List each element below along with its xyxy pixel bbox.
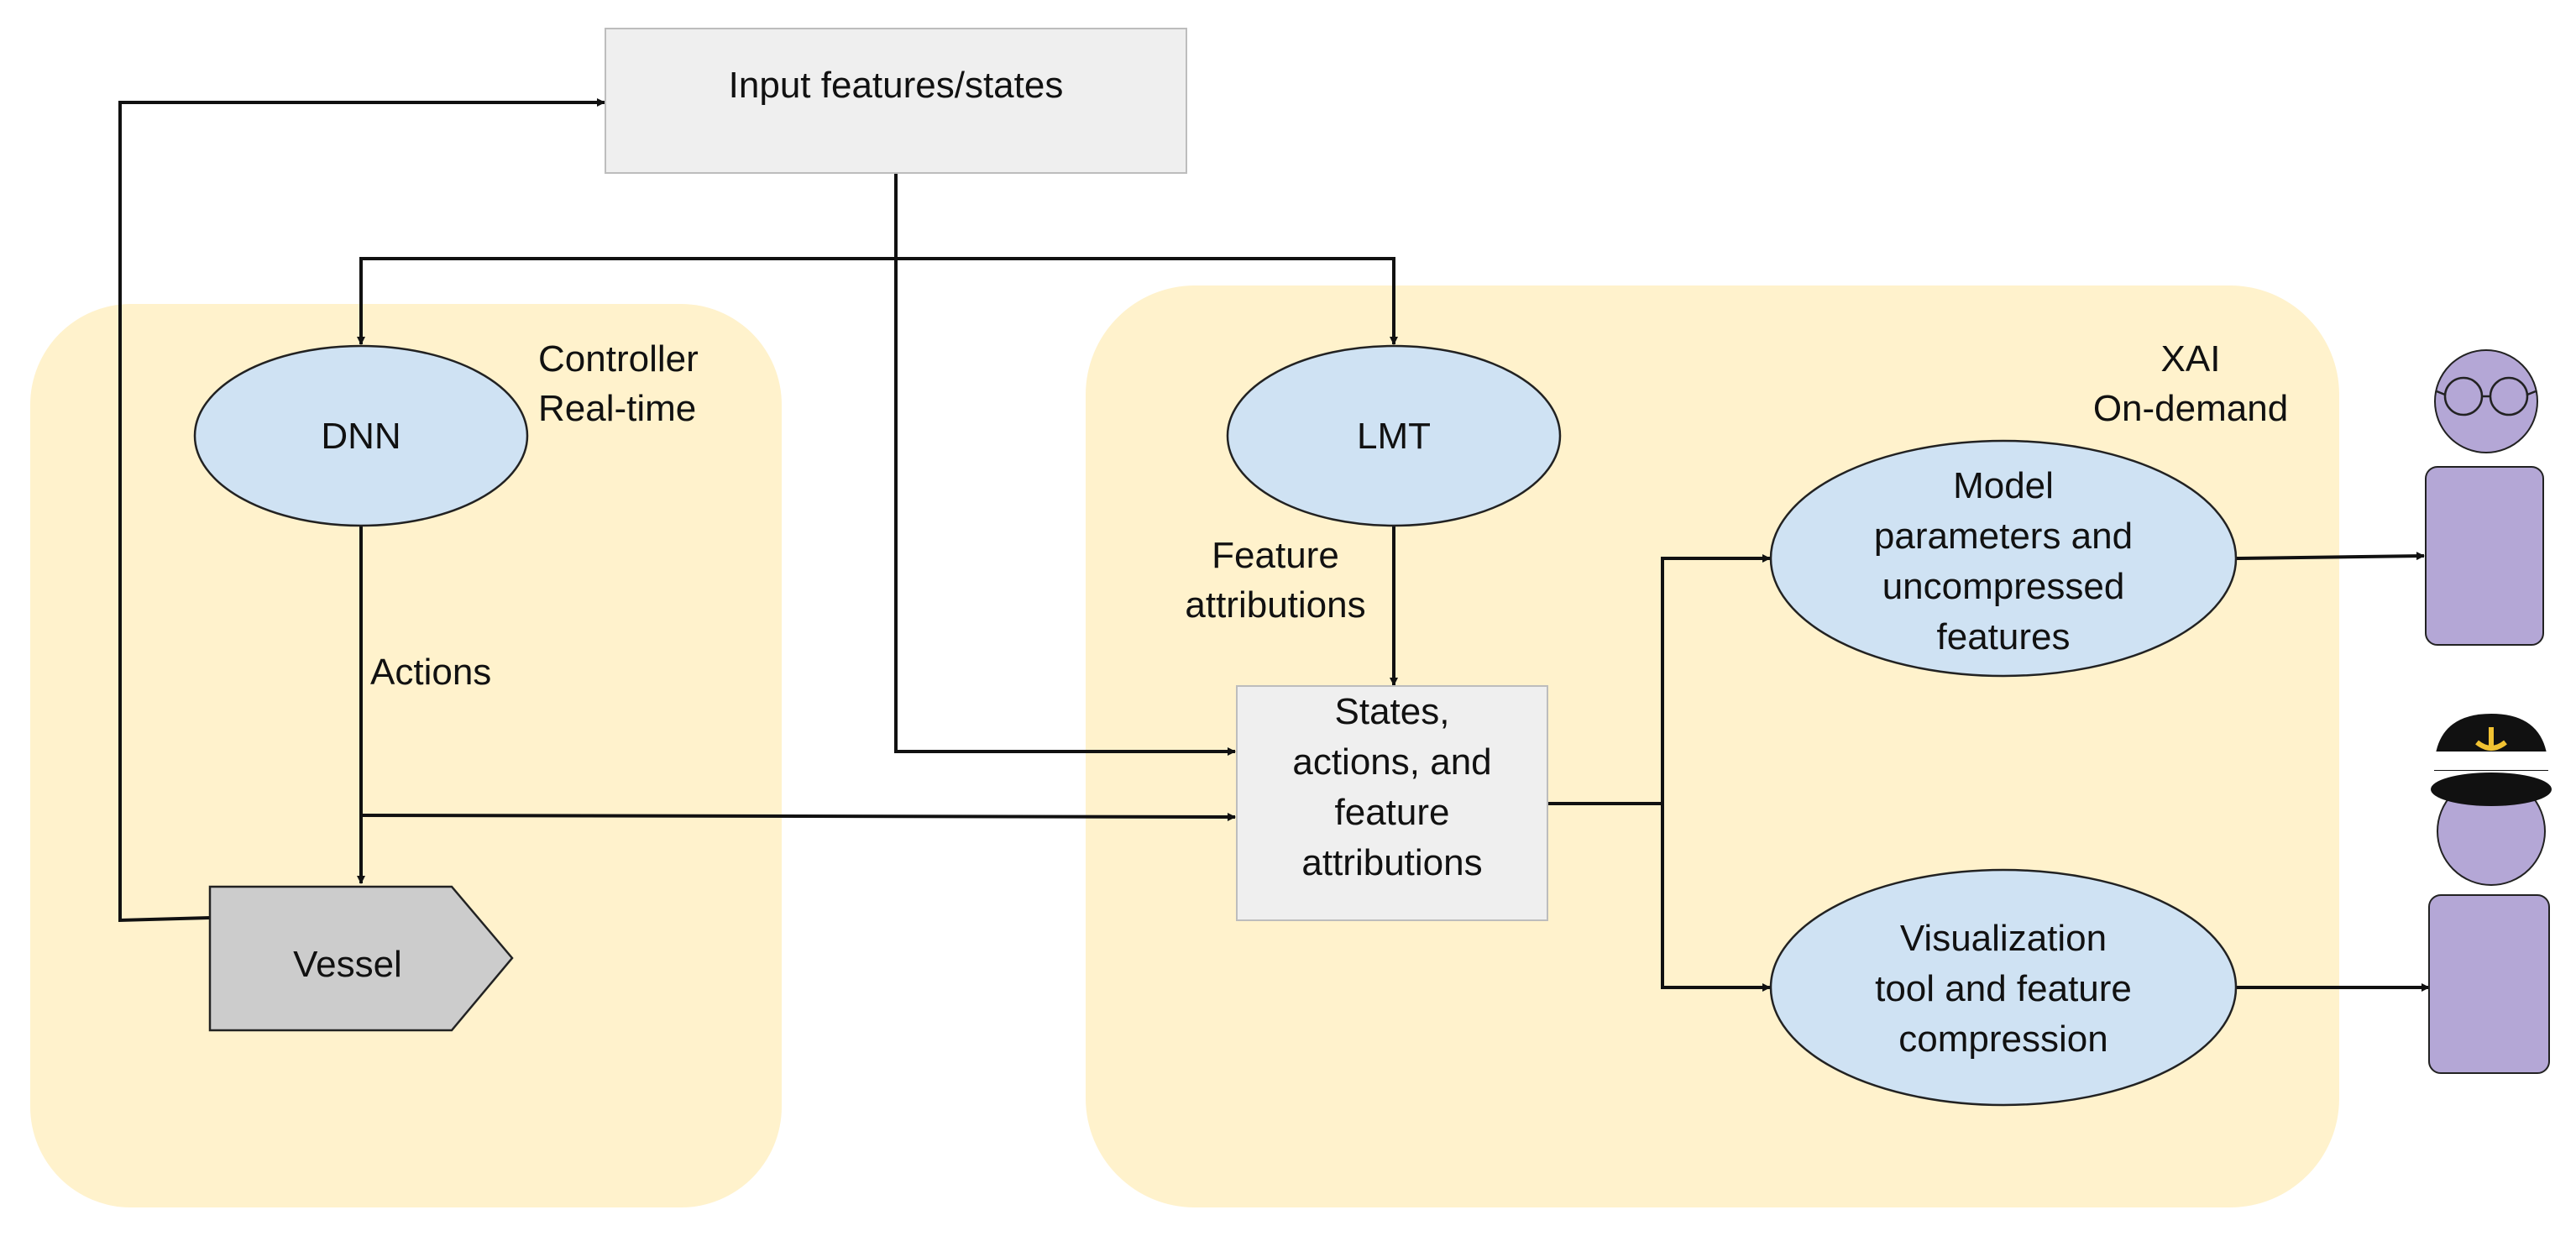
- states-box-line-1: States,: [1335, 691, 1450, 732]
- dnn-node: DNN: [193, 344, 529, 527]
- connectors: [118, 98, 2430, 992]
- captain-icon: [2428, 714, 2552, 1074]
- states-box-line-2: actions, and: [1292, 741, 1491, 783]
- actions-label: Actions: [370, 652, 491, 693]
- xai-subtitle: On-demand: [2093, 388, 2288, 429]
- lmt-label: LMT: [1357, 416, 1431, 457]
- model-parameters-line-4: features: [1937, 616, 2071, 657]
- xai-title: XAI: [2161, 338, 2221, 380]
- model-parameters-node: Model parameters and uncompressed featur…: [1769, 439, 2238, 678]
- edge-input-to-states: [894, 259, 1236, 756]
- states-box: States, actions, and feature attribution…: [1236, 685, 1548, 921]
- model-parameters-line-2: parameters and: [1874, 516, 2133, 557]
- feature-attributions-label-1: Feature: [1212, 535, 1339, 576]
- controller-title: Controller: [538, 338, 699, 380]
- visualization-line-2: tool and feature: [1875, 968, 2132, 1009]
- states-box-line-3: feature: [1335, 792, 1450, 833]
- visualization-node: Visualization tool and feature compressi…: [1769, 868, 2238, 1107]
- lmt-node: LMT: [1226, 344, 1562, 527]
- visualization-line-1: Visualization: [1900, 918, 2107, 959]
- edge-states-to-model: [1661, 554, 1771, 804]
- edge-model-to-researcher: [2236, 552, 2425, 561]
- controller-subtitle: Real-time: [538, 388, 696, 429]
- dnn-label: DNN: [321, 416, 401, 457]
- input-box: Input features/states: [605, 28, 1187, 174]
- edge-states-to-visualization: [1661, 804, 1771, 992]
- visualization-line-3: compression: [1898, 1019, 2107, 1060]
- edge-actions-to-states: [360, 812, 1236, 821]
- edge-input-to-dnn: [357, 257, 896, 345]
- model-parameters-line-3: uncompressed: [1882, 566, 2125, 607]
- vessel-label: Vessel: [293, 944, 402, 985]
- model-parameters-line-1: Model: [1953, 465, 2054, 506]
- states-box-line-4: attributions: [1301, 842, 1482, 883]
- input-box-label: Input features/states: [729, 65, 1064, 106]
- feature-attributions-label-2: attributions: [1185, 584, 1365, 626]
- edge-vessel-to-input: [118, 98, 605, 923]
- researcher-icon: [2425, 349, 2544, 646]
- edge-input-to-lmt: [896, 257, 1398, 345]
- vessel-node: Vessel: [208, 885, 514, 1032]
